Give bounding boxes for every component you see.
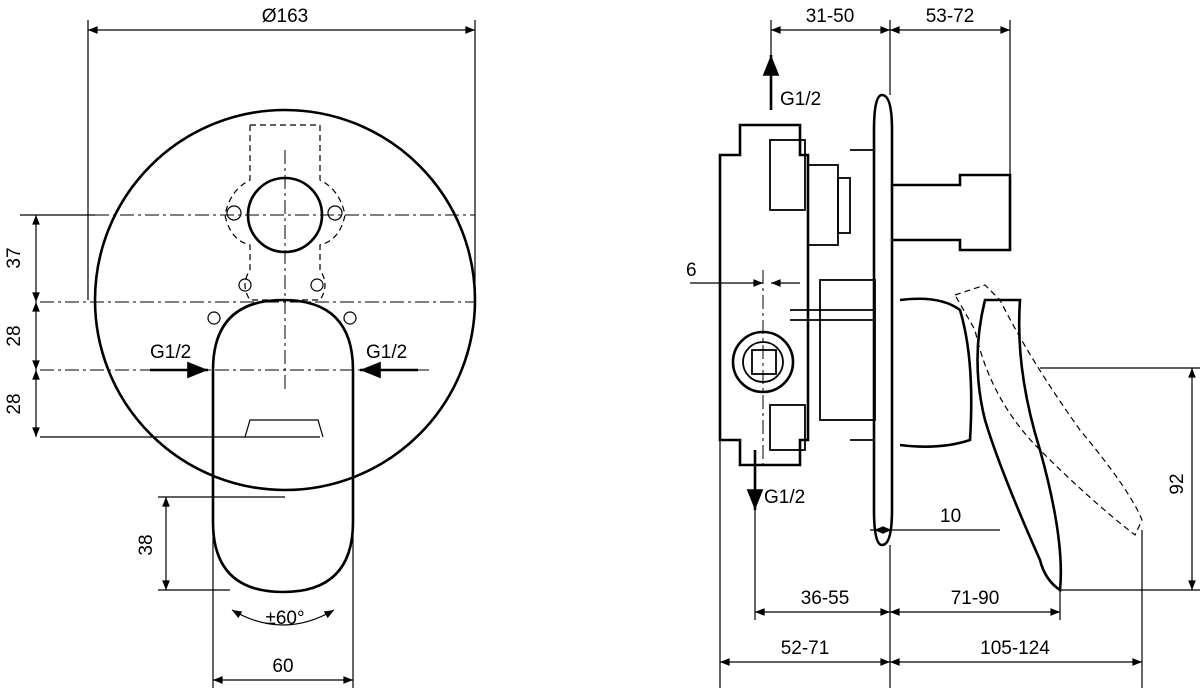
lever-handle — [211, 298, 355, 594]
inlet-left-label: G1/2 — [150, 342, 191, 363]
side-view: G1/2 G1/2 31-50 53-72 6 10 36-55 71-90 5… — [686, 6, 1200, 688]
diverter-knob — [892, 173, 1012, 252]
dim-31-50: 31-50 — [806, 6, 855, 27]
dim-36-55: 36-55 — [801, 588, 850, 609]
dim-37: 37 — [4, 247, 25, 268]
cover-plate-side — [872, 93, 894, 547]
rotation-label: ±60° — [265, 608, 304, 629]
dim-6: 6 — [686, 260, 697, 281]
dim-92: 92 — [1167, 473, 1188, 494]
lever-rotated-outline — [954, 284, 1143, 536]
dim-28-upper: 28 — [4, 325, 25, 346]
dim-28-lower: 28 — [4, 393, 25, 414]
dim-71-90: 71-90 — [951, 588, 1000, 609]
dim-60: 60 — [272, 656, 293, 677]
dim-53-72: 53-72 — [926, 6, 975, 27]
lever-side — [976, 298, 1063, 593]
dim-38: 38 — [136, 534, 157, 555]
dim-diameter: Ø163 — [262, 6, 308, 27]
dim-105-124: 105-124 — [980, 638, 1050, 659]
dim-10: 10 — [940, 506, 961, 527]
valve-body — [718, 123, 810, 467]
front-view: Ø163 37 28 28 38 G1/2 G1/2 ±60° 60 — [4, 6, 477, 688]
spindle-opening — [246, 176, 324, 254]
outlet-top-label: G1/2 — [780, 89, 821, 110]
dim-52-71: 52-71 — [781, 638, 830, 659]
inlet-right-label: G1/2 — [366, 342, 407, 363]
outlet-bottom-label: G1/2 — [764, 487, 805, 508]
